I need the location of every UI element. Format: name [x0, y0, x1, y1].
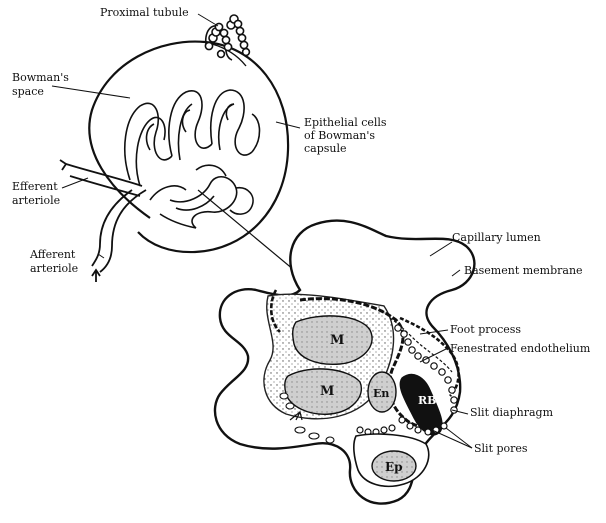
label-foot-process: Foot process — [450, 323, 521, 336]
label-epithelial-line3: capsule — [304, 142, 347, 155]
label-epithelial-line2: of Bowman's — [304, 129, 375, 142]
proximal-tubule — [205, 15, 249, 60]
label-proximal-tubule: Proximal tubule — [100, 6, 189, 19]
endothelial-cell-label: En — [373, 387, 389, 400]
capillary-section: M M En RBC Ep — [215, 221, 474, 504]
mesangial-cell-label-1: M — [330, 333, 344, 348]
label-slit-pores: Slit pores — [474, 442, 528, 455]
label-capillary-lumen: Capillary lumen — [452, 231, 541, 244]
bowmans-capsule — [89, 42, 288, 253]
label-basement-membrane: Basement membrane — [464, 264, 583, 277]
mesangial-cell-label-2: M — [320, 384, 334, 399]
label-afferent-line2: arteriole — [30, 262, 78, 275]
label-efferent-line2: arteriole — [12, 194, 60, 207]
label-afferent-line1: Afferent — [30, 248, 75, 261]
label-fenestrated-endothelium: Fenestrated endothelium — [450, 342, 590, 355]
capillary-tuft — [125, 90, 260, 228]
label-bowmans-space-line1: Bowman's — [12, 71, 69, 84]
epithelial-cell-label: Ep — [385, 460, 403, 474]
label-epithelial-line1: Epithelial cells — [304, 116, 387, 129]
rbc-label: RBC — [418, 394, 446, 407]
label-efferent-line1: Efferent — [12, 180, 58, 193]
label-slit-diaphragm: Slit diaphragm — [470, 406, 553, 419]
label-bowmans-space-line2: space — [12, 85, 44, 98]
